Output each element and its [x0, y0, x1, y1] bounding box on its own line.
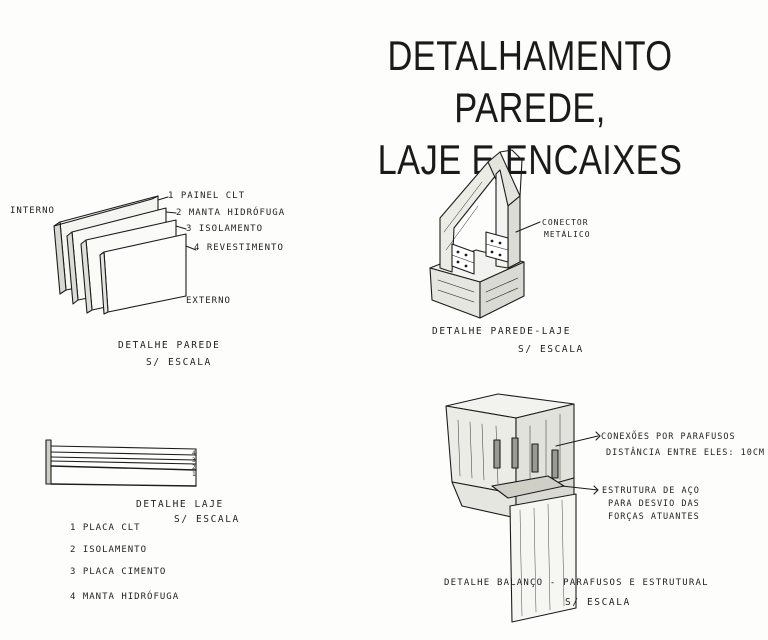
wall-layers-drawing: [54, 196, 196, 314]
wall-layer-1: 1 PAINEL CLT: [168, 191, 246, 201]
slab-caption: DETALHE LAJE: [136, 499, 224, 510]
slab-scale: S/ ESCALA: [174, 514, 240, 525]
slab-section-drawing: [46, 440, 196, 486]
slab-layer-numbers: 4 3 2 1: [192, 450, 196, 478]
wall-slab-drawing: [430, 150, 540, 318]
steel-note-line-3: FORÇAS ATUANTES: [608, 512, 700, 522]
cantilever-drawing: [446, 394, 600, 622]
wall-externo-label: EXTERNO: [186, 296, 231, 306]
wall-layer-3: 3 ISOLAMENTO: [186, 224, 264, 234]
slab-layer-2: 2 ISOLAMENTO: [70, 545, 148, 555]
connector-label-line-2: METÁLICO: [544, 230, 591, 239]
connector-label-line-1: CONECTOR: [542, 218, 589, 227]
slab-layer-3: 3 PLACA CIMENTO: [70, 567, 167, 577]
bolts-note-line-2: DISTÂNCIA ENTRE ELES: 10CM: [606, 448, 766, 458]
slab-number-1: 1: [192, 471, 196, 478]
slab-number-2: 2: [192, 464, 196, 471]
wall-slab-scale: S/ ESCALA: [518, 344, 584, 355]
steel-note-line-2: PARA DESVIO DAS: [608, 499, 700, 509]
slab-layer-1: 1 PLACA CLT: [70, 523, 141, 533]
slab-number-4: 4: [192, 450, 196, 457]
connector-bolts: [456, 239, 502, 268]
wall-slab-caption: DETALHE PAREDE-LAJE: [432, 326, 572, 337]
wall-caption: DETALHE PAREDE: [118, 340, 221, 351]
steel-note-line-1: ESTRUTURA DE AÇO: [602, 486, 700, 496]
wall-interno-label: INTERNO: [10, 206, 55, 216]
cantilever-scale: S/ ESCALA: [565, 597, 631, 608]
bolts-note-line-1: CONEXÕES POR PARAFUSOS: [601, 432, 736, 442]
title-line-1: DETALHAMENTO PAREDE,: [387, 32, 673, 131]
slab-layer-4: 4 MANTA HIDRÓFUGA: [70, 592, 180, 602]
cantilever-caption: DETALHE BALANÇO - PARAFUSOS E ESTRUTURAL: [444, 578, 709, 588]
title-line-2: LAJE E ENCAIXES: [377, 136, 683, 183]
slab-number-3: 3: [192, 457, 196, 464]
page-title: DETALHAMENTO PAREDE, LAJE E ENCAIXES: [341, 30, 718, 186]
wall-layer-4: 4 REVESTIMENTO: [194, 243, 284, 253]
wall-layer-2: 2 MANTA HIDRÓFUGA: [176, 208, 286, 218]
wall-scale: S/ ESCALA: [146, 357, 212, 368]
